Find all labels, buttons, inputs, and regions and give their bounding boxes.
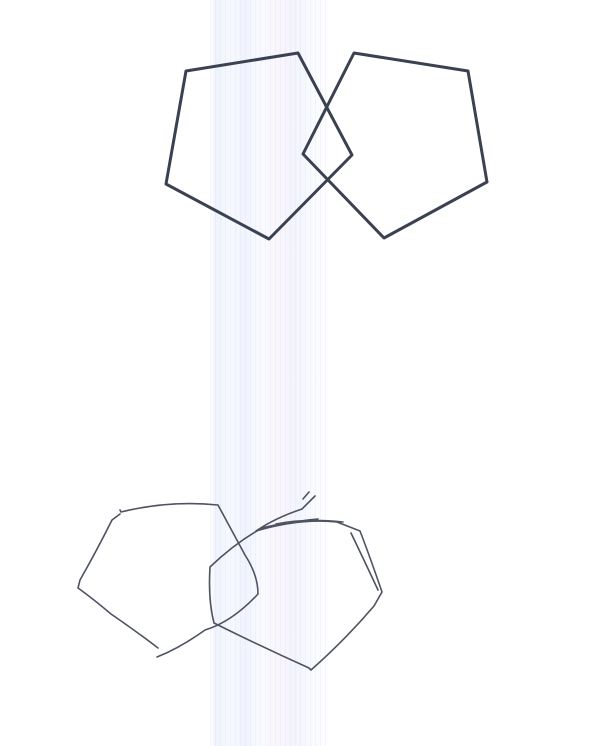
- scanner-streak-lines: [210, 0, 330, 746]
- printed-pentagon-left: [164, 51, 354, 241]
- sketch-shape-right: [208, 495, 383, 671]
- sketch-shape-left: [77, 502, 259, 658]
- printed-interlocking-pentagons: [164, 51, 489, 241]
- printed-pentagon-right: [301, 51, 489, 240]
- hand-drawn-pentagons: [77, 491, 383, 671]
- scanner-streak: [210, 0, 330, 746]
- sketch-stroke-spur: [302, 491, 379, 591]
